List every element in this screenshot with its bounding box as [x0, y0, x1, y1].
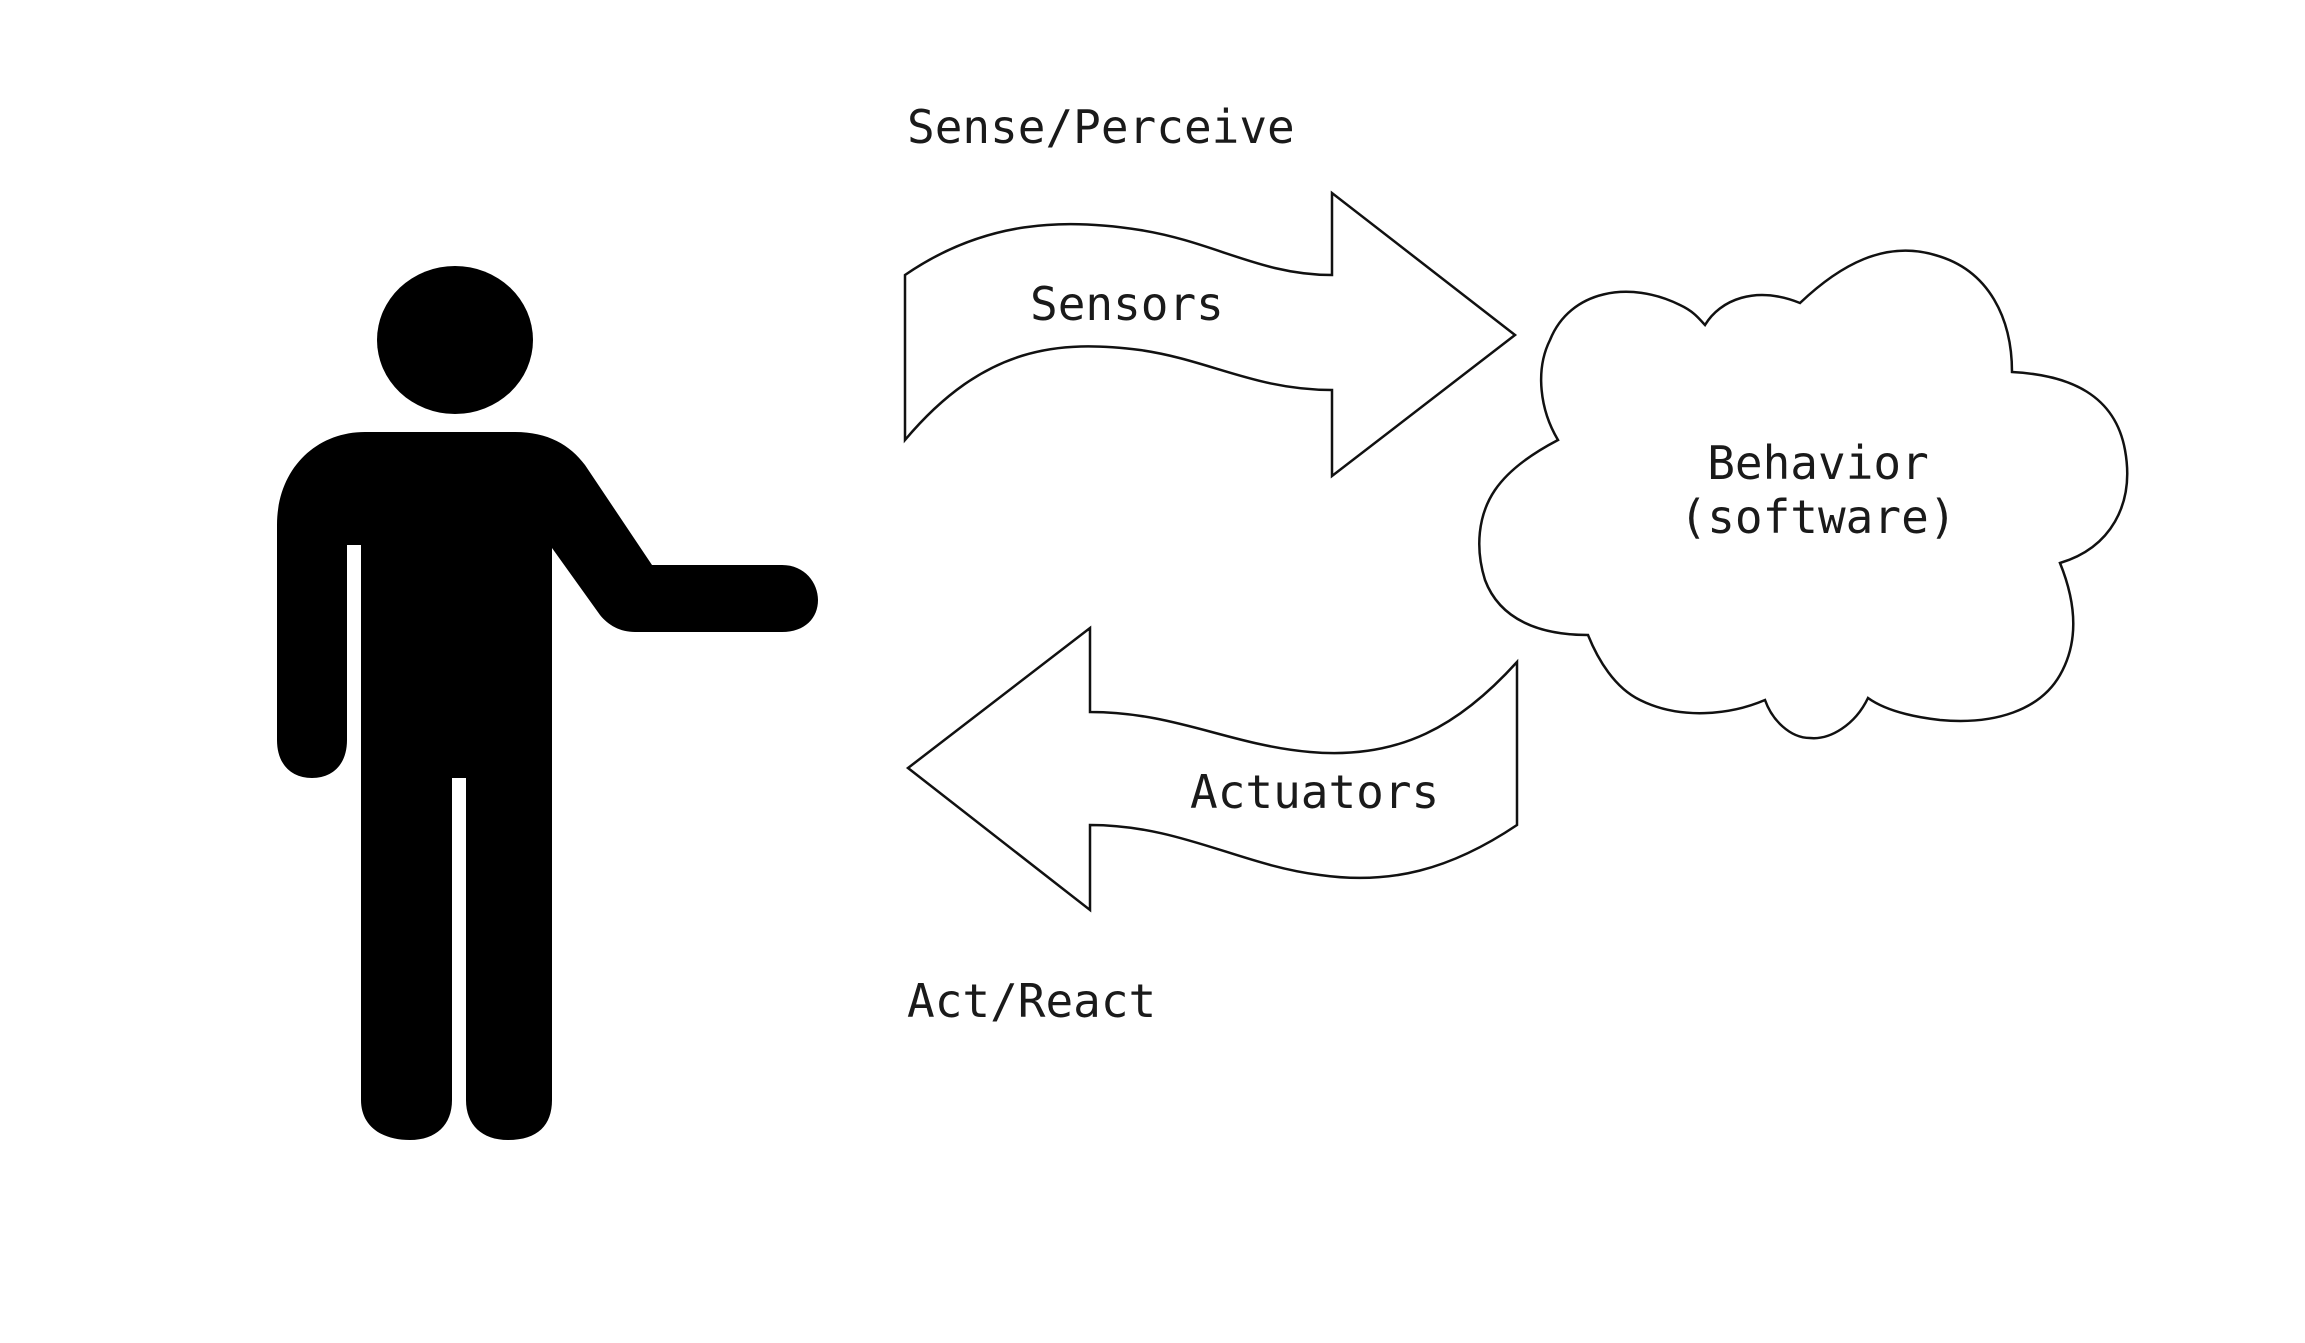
actuators-label: Actuators — [1190, 765, 1439, 819]
person-head — [377, 266, 533, 414]
sensors-arrow-icon — [903, 190, 1518, 479]
behavior-label: Behavior — [1707, 436, 1929, 490]
actuators-arrow-icon — [905, 625, 1519, 913]
sensors-label: Sensors — [1030, 277, 1224, 331]
person-icon — [277, 266, 818, 1140]
person-body — [277, 432, 818, 1140]
act-react-label: Act/React — [907, 974, 1156, 1028]
sense-perceive-label: Sense/Perceive — [907, 100, 1295, 154]
behavior-cloud-icon — [1478, 249, 2129, 740]
behavior-sublabel: (software) — [1680, 490, 1957, 544]
